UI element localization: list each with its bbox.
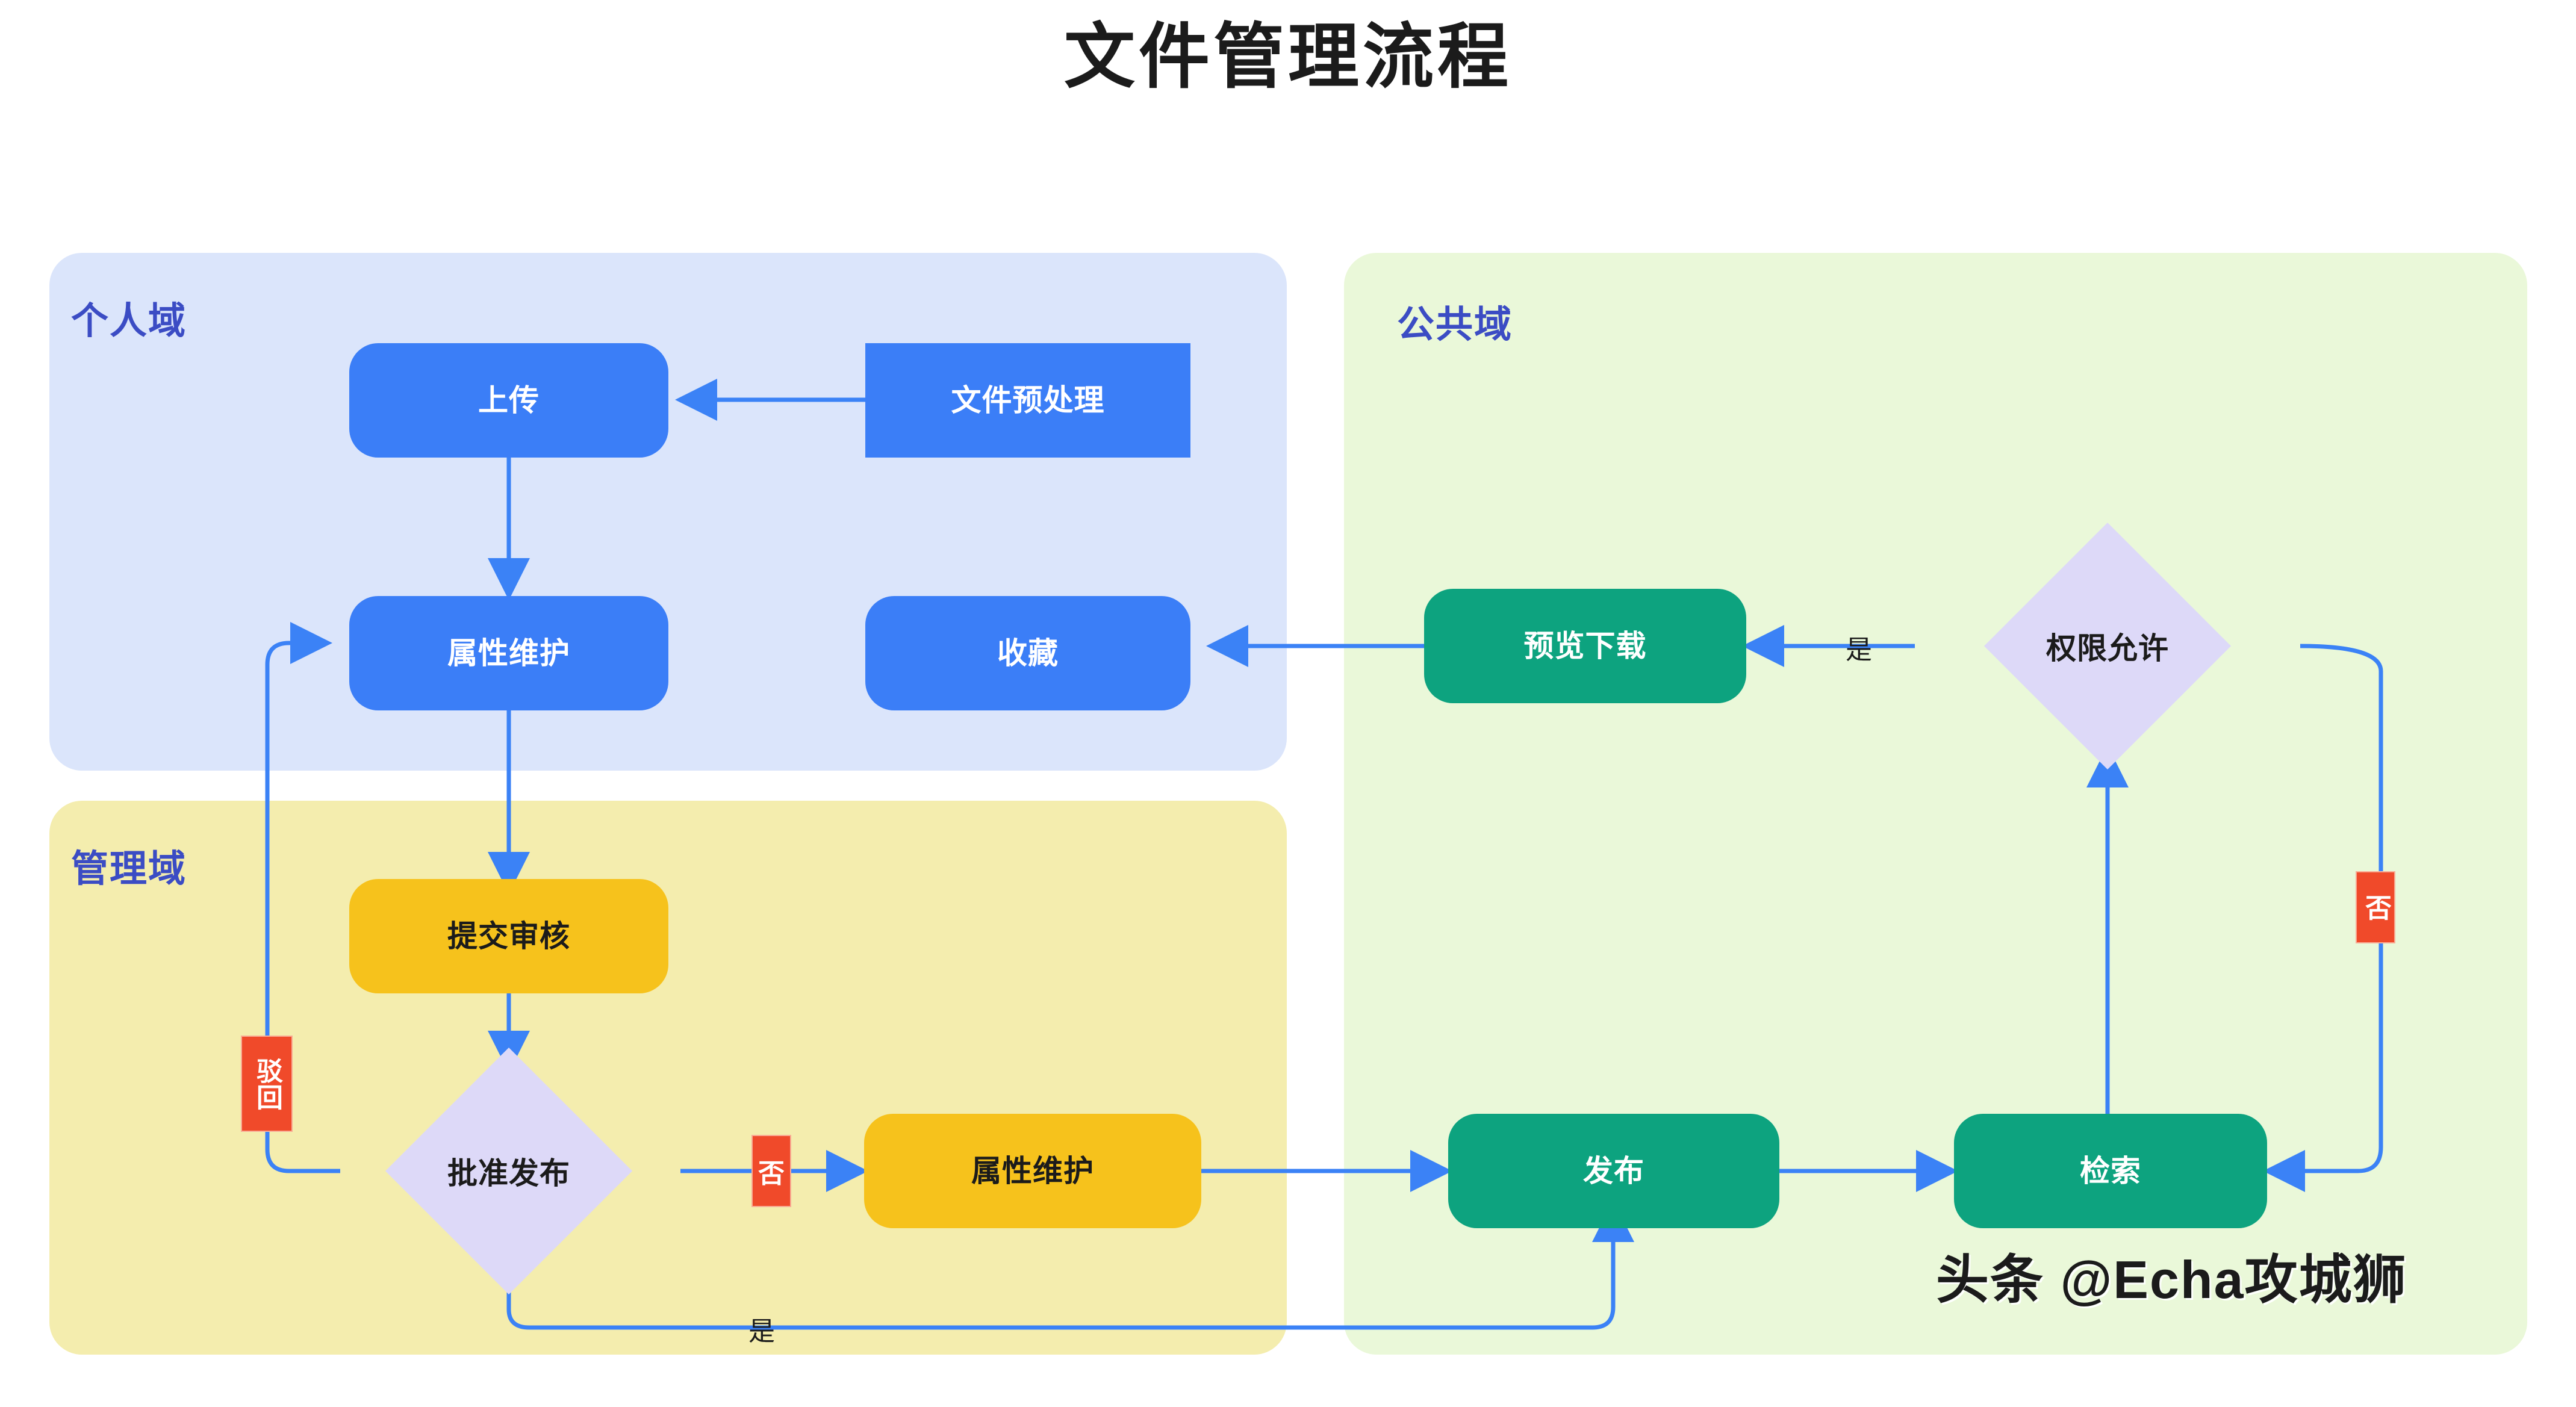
node-permission-allowed-decision[interactable]: 权限允许 xyxy=(1983,522,2232,770)
node-favorite[interactable]: 收藏 xyxy=(865,596,1190,710)
watermark: 头条 @Echa攻城狮 xyxy=(1936,1250,2407,1309)
edge-label-permission-yes: 是 xyxy=(1846,635,1872,665)
swimlane-management-domain: 管理域 xyxy=(49,801,1287,1355)
edge-label-reject: 驳回 xyxy=(241,1036,293,1132)
node-approve-publish-label: 批准发布 xyxy=(447,1157,570,1190)
swimlane-label-management: 管理域 xyxy=(71,848,187,890)
node-attribute-maintenance-personal[interactable]: 属性维护 xyxy=(349,596,668,710)
node-attribute-maintenance-management[interactable]: 属性维护 xyxy=(864,1114,1201,1228)
node-permission-allowed-label: 权限允许 xyxy=(2046,632,2169,665)
node-preview-download[interactable]: 预览下载 xyxy=(1424,589,1746,703)
edge-label-approve-no: 否 xyxy=(751,1135,791,1207)
edge-label-permission-no: 否 xyxy=(2356,871,2395,943)
node-publish[interactable]: 发布 xyxy=(1448,1114,1779,1228)
node-approve-publish-decision[interactable]: 批准发布 xyxy=(385,1047,633,1295)
page-title: 文件管理流程 xyxy=(1063,17,1512,97)
node-file-preprocess[interactable]: 文件预处理 xyxy=(865,343,1190,458)
node-upload[interactable]: 上传 xyxy=(349,343,668,458)
node-submit-review[interactable]: 提交审核 xyxy=(349,879,668,993)
swimlane-label-personal: 个人域 xyxy=(71,300,187,342)
node-search[interactable]: 检索 xyxy=(1954,1114,2267,1228)
edge-label-approve-yes: 是 xyxy=(748,1317,775,1346)
swimlane-label-public: 公共域 xyxy=(1397,304,1513,346)
